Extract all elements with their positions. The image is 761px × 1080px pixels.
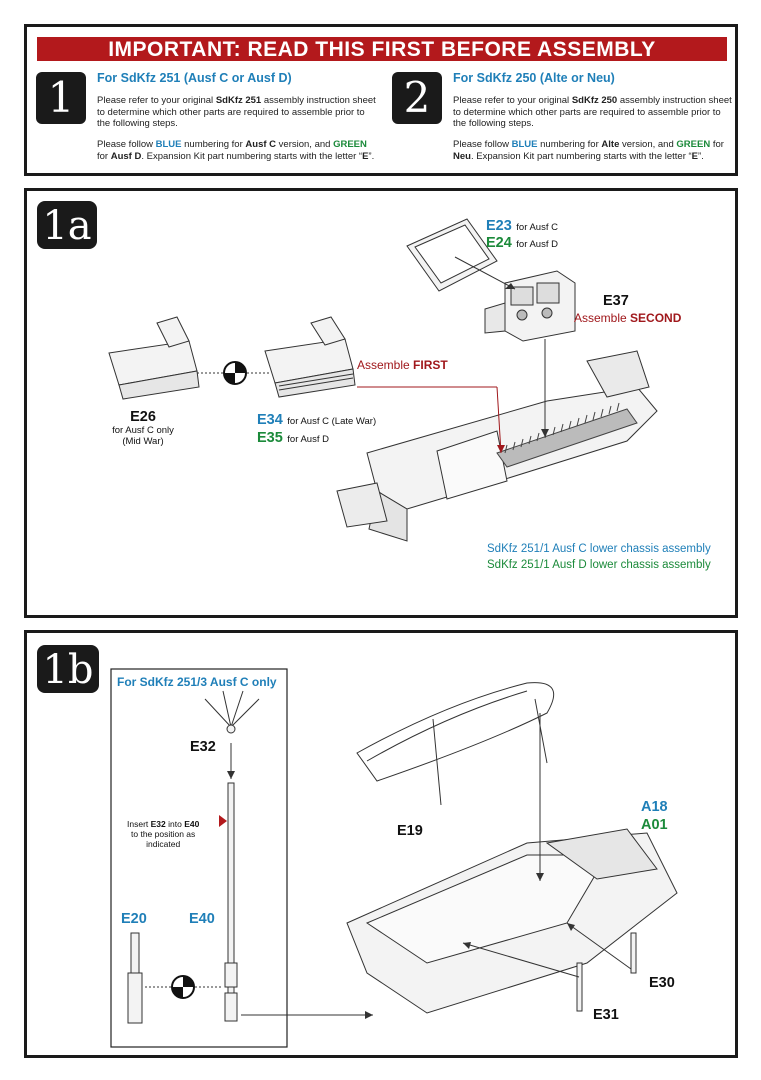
label-e26: E26 for Ausf C only (Mid War) (112, 409, 174, 447)
antenna-star-part (204, 690, 260, 734)
label-a01: A01 (641, 817, 668, 833)
inset-frame (110, 668, 288, 1048)
col2-paragraph-2: Please follow BLUE numbering for Alte ve… (453, 139, 724, 162)
step-1b-drawing (110, 668, 678, 1048)
ammo-rack-part (496, 402, 638, 468)
label-e32: E32 (190, 739, 216, 755)
assemble-second-note: Assemble SECOND (574, 311, 682, 325)
lower-chassis-part (336, 350, 658, 542)
step-1a-panel: 1a E23 for Ausf C E24 for Ausf D E37 Ass… (24, 188, 738, 618)
pole-e31-part (576, 962, 583, 1012)
label-e30: E30 (649, 975, 675, 991)
col1-title: For SdKfz 251 (Ausf C or Ausf D) (97, 71, 292, 85)
replace-symbol-icon-2 (171, 975, 195, 999)
frame-rail-part (356, 682, 555, 806)
label-e34: E34 for Ausf C (Late War) (257, 412, 377, 428)
replace-symbol-icon (223, 361, 247, 385)
col2-title: For SdKfz 250 (Alte or Neu) (453, 71, 615, 85)
seat-e26-part (108, 316, 200, 400)
label-a18: A18 (641, 799, 668, 815)
col2-paragraph-1: Please refer to your original SdKfz 250 … (453, 95, 732, 129)
label-e31: E31 (593, 1007, 619, 1023)
caption-ausf-c: SdKfz 251/1 Ausf C lower chassis assembl… (487, 543, 711, 555)
label-e23: E23 for Ausf C (486, 218, 558, 234)
seat-e34-part (264, 316, 356, 398)
step-number-2: 2 (392, 72, 442, 124)
upper-hull-part (346, 828, 678, 1014)
step-1a-drawing (108, 218, 658, 542)
label-e24: E24 for Ausf D (486, 235, 558, 251)
col1-paragraph-1: Please refer to your original SdKfz 251 … (97, 95, 376, 129)
step-1a-tag: 1a (37, 201, 97, 249)
header-panel: IMPORTANT: READ THIS FIRST BEFORE ASSEMB… (24, 24, 738, 176)
antenna-base-part (127, 932, 143, 1024)
step-number-1: 1 (36, 72, 86, 124)
col1-paragraph-2: Please follow BLUE numbering for Ausf C … (97, 139, 375, 162)
important-banner: IMPORTANT: READ THIS FIRST BEFORE ASSEMB… (37, 37, 727, 61)
radio-rack-part (484, 270, 576, 342)
caption-ausf-d: SdKfz 251/1 Ausf D lower chassis assembl… (487, 559, 711, 571)
label-e40: E40 (189, 911, 215, 927)
label-e20: E20 (121, 911, 147, 927)
step-1b-panel: 1b For SdKfz 251/3 Ausf C only E32 Inser… (24, 630, 738, 1058)
pole-e30-part (630, 932, 637, 974)
label-e19: E19 (397, 823, 423, 839)
antenna-mast-part (224, 782, 238, 1022)
label-e35: E35 for Ausf D (257, 430, 329, 446)
label-e37: E37 (603, 293, 629, 309)
insert-instruction: Insert E32 into E40 to the position as i… (127, 819, 200, 849)
step-1b-tag: 1b (37, 645, 99, 693)
inset-title: For SdKfz 251/3 Ausf C only (117, 675, 277, 689)
assemble-first-note: Assemble FIRST (357, 358, 448, 372)
